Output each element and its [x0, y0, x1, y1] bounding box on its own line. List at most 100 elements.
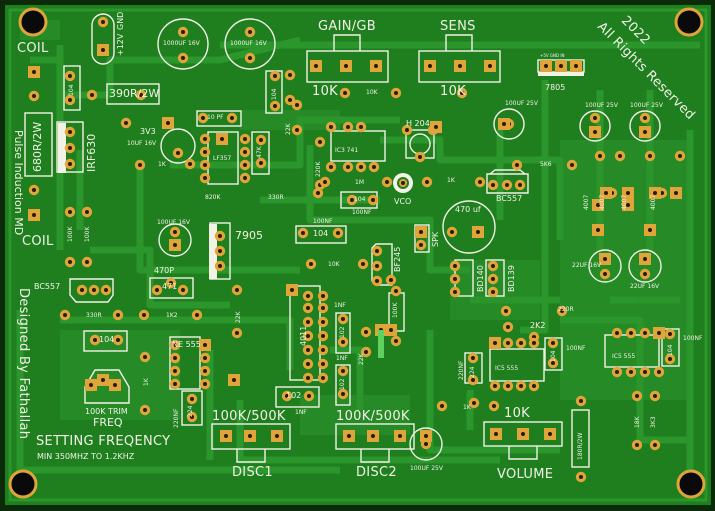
mounting-hole [674, 7, 704, 37]
c1nf-b-label: 1NF [336, 355, 348, 362]
drill-hole [173, 243, 177, 247]
drill-hole [521, 432, 525, 436]
drill-hole [344, 64, 348, 68]
drill-hole [290, 288, 294, 292]
c100uf-b-label: 100UF 25V [585, 102, 618, 109]
drill-hole [626, 191, 630, 195]
drill-hole [350, 198, 354, 202]
drill-hole [359, 125, 363, 129]
drill-hole [629, 331, 633, 335]
drill-hole [232, 378, 236, 382]
drill-hole [307, 394, 311, 398]
drill-hole [203, 137, 207, 141]
drill-hole [181, 288, 185, 292]
drill-hole [492, 404, 496, 408]
drill-hole [419, 243, 423, 247]
drill-hole [596, 203, 600, 207]
drill-hole [203, 369, 207, 373]
drill-hole [532, 341, 536, 345]
drill-hole [101, 378, 105, 382]
drill-hole [548, 432, 552, 436]
drill-hole [314, 64, 318, 68]
drill-hole [190, 397, 194, 401]
drill-hole [248, 434, 252, 438]
bc557-b-label: BC557 [34, 282, 61, 291]
d4-label: 4007 [650, 194, 657, 210]
drill-hole [491, 277, 495, 281]
pads [28, 16, 686, 483]
drill-hole [190, 415, 194, 419]
drill-hole [309, 262, 313, 266]
drill-hole [188, 162, 192, 166]
drill-hole [361, 262, 365, 266]
drill-hole [181, 56, 185, 60]
drill-hole [643, 130, 647, 134]
drill-hole [488, 64, 492, 68]
disc1-pot-label: DISC1 [232, 465, 273, 480]
range-note: MIN 350MHZ TO 1.2KHZ [37, 452, 135, 461]
drill-hole [329, 125, 333, 129]
drill-hole [321, 376, 325, 380]
drill-hole [301, 231, 305, 235]
mounting-hole [8, 469, 38, 499]
drill-hole [372, 165, 376, 169]
jumper-wire [378, 330, 384, 358]
drill-hole [321, 294, 325, 298]
drill-hole [425, 180, 429, 184]
drill-hole [506, 325, 510, 329]
r5k6-label: 5K6 [540, 161, 552, 168]
r1k-c-label: 1K [463, 404, 471, 411]
r3k3-label: 3K3 [650, 416, 657, 428]
drill-hole [306, 294, 310, 298]
drill-hole [155, 288, 159, 292]
c22uf-a-label: 22UF 16V [572, 262, 602, 269]
c100nf-d-label: 100NF [313, 218, 333, 225]
drill-hole [453, 264, 457, 268]
drill-hole [306, 306, 310, 310]
heatsink-markers [58, 72, 584, 279]
c220nf-b-label: 220NF [458, 360, 465, 380]
disc1-pot-value: 100K/500K [212, 409, 286, 424]
drill-hole [341, 340, 345, 344]
drill-hole [321, 320, 325, 324]
drill-hole [169, 281, 173, 285]
c224-b-label: 224 [469, 366, 476, 378]
drill-hole [419, 230, 423, 234]
drill-hole [657, 331, 661, 335]
setting-note: SETTING FREQENCY [36, 434, 171, 449]
c100nf-c-label: 100NF [352, 209, 372, 216]
disc2-pot-label: DISC2 [356, 465, 397, 480]
drill-hole [201, 116, 205, 120]
drill-hole [434, 125, 438, 129]
irf630-label: IRF630 [85, 133, 98, 172]
r100k-l2-label: 100K [84, 226, 91, 242]
drill-hole [603, 272, 607, 276]
drill-hole [364, 330, 368, 334]
drill-hole [343, 91, 347, 95]
sens-pot-label: SENS [440, 19, 476, 34]
drill-hole [341, 369, 345, 373]
mounting-hole [18, 7, 48, 37]
r1k2-label: 1K2 [166, 312, 178, 319]
c471-label: 471 [162, 282, 178, 291]
drill-hole [678, 154, 682, 158]
drill-hole [113, 383, 117, 387]
drill-hole [347, 434, 351, 438]
ic4011-label: 4011 [299, 325, 308, 346]
d3-label: 4007 [621, 194, 628, 210]
r1k-a-label: 1K [158, 161, 166, 168]
c100uf-a-label: 100UF 25V [505, 100, 538, 107]
drill-hole [518, 183, 522, 187]
ic3-label: IC3 741 [335, 147, 359, 154]
drill-hole [68, 210, 72, 214]
drill-hole [306, 320, 310, 324]
drill-hole [389, 328, 393, 332]
drill-hole [218, 249, 222, 253]
zener-label: 3V3 [140, 127, 156, 136]
drill-hole [92, 288, 96, 292]
c470uf-label: 470 uf [455, 205, 481, 214]
drill-hole [506, 384, 510, 388]
drill-hole [318, 140, 322, 144]
drill-hole [559, 64, 563, 68]
drill-hole [90, 93, 94, 97]
